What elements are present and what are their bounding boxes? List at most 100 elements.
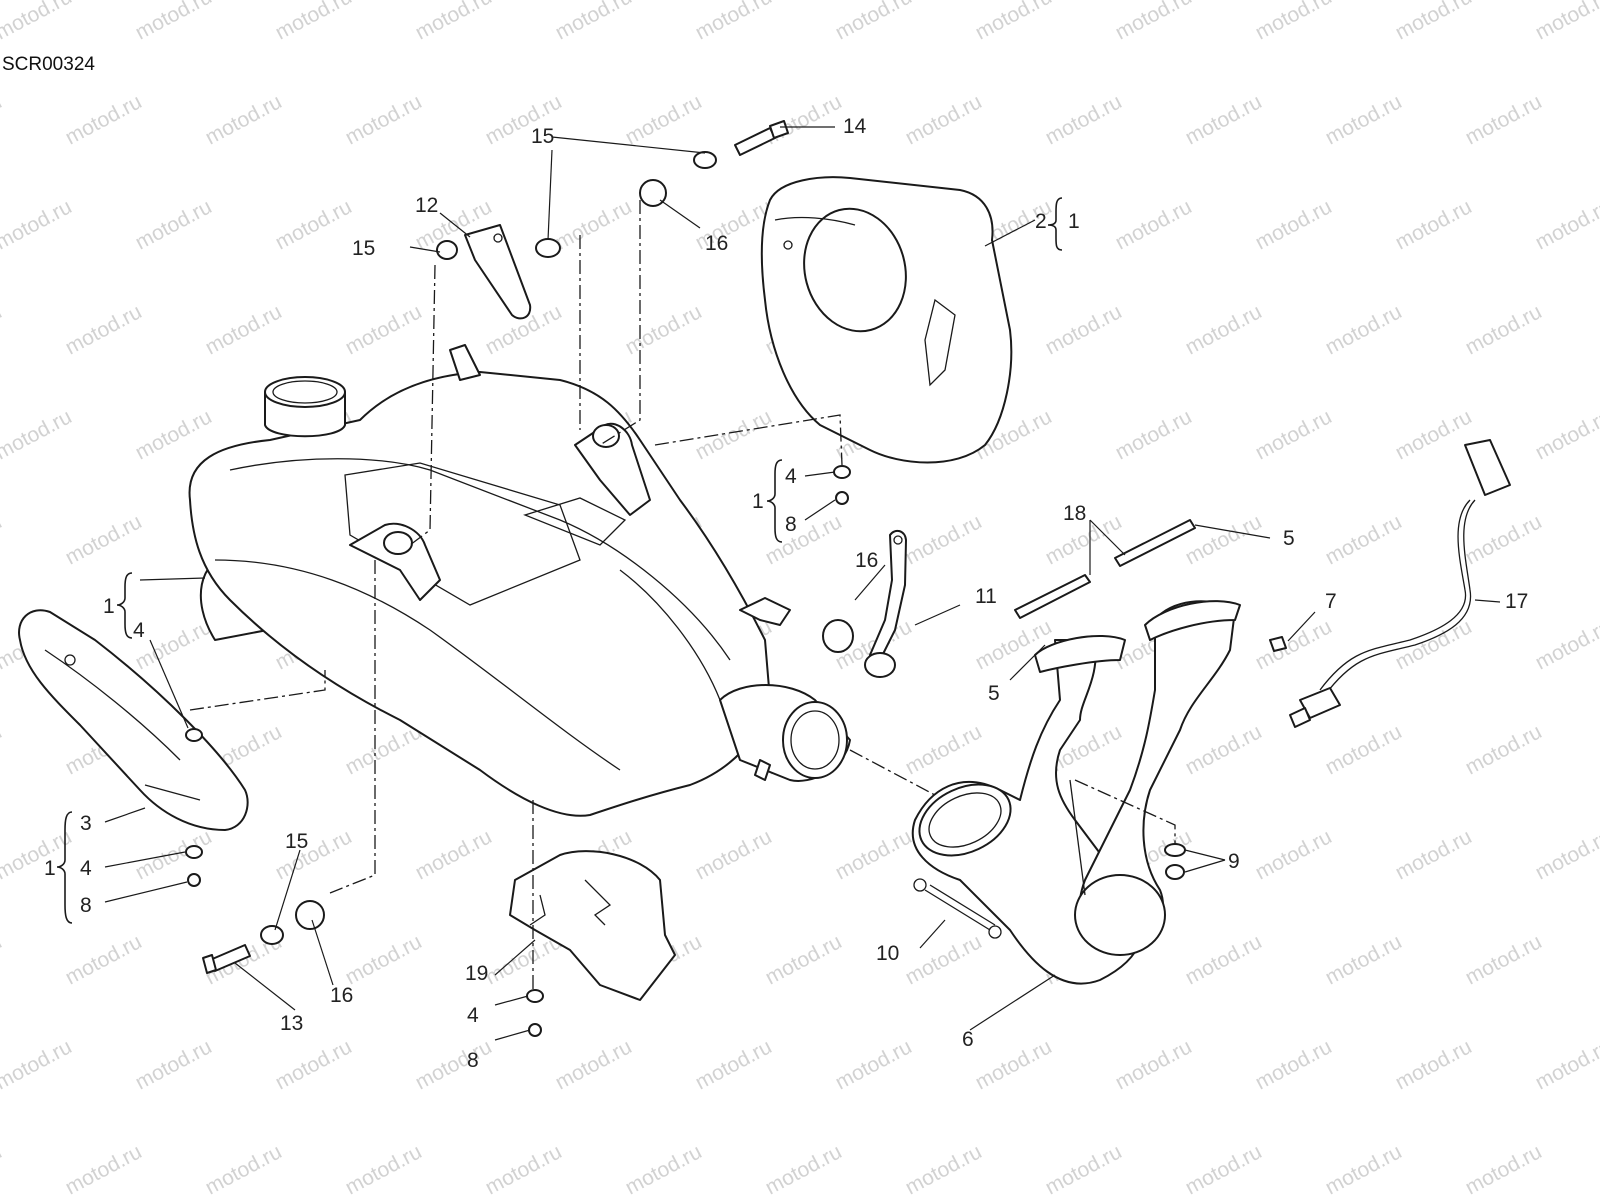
callout-10: 10 — [876, 942, 899, 965]
watermark-text: motod.ru — [202, 90, 286, 149]
callout-1: 1 — [752, 490, 764, 513]
callout-8: 8 — [80, 894, 92, 917]
watermark-text: motod.ru — [412, 1035, 496, 1094]
callout-16: 16 — [705, 232, 728, 255]
watermark-text: motod.ru — [972, 0, 1056, 44]
callout-18: 18 — [1063, 502, 1086, 525]
callout-9: 9 — [1228, 850, 1240, 873]
watermark-text: motod.ru — [972, 1035, 1056, 1094]
watermark-text: motod.ru — [0, 930, 6, 989]
watermark-text: motod.ru — [412, 825, 496, 884]
watermark-text: motod.ru — [552, 1035, 636, 1094]
watermark-text: motod.ru — [1462, 1140, 1546, 1199]
watermark-text: motod.ru — [202, 300, 286, 359]
callout-4: 4 — [80, 857, 92, 880]
watermark-text: motod.ru — [1392, 195, 1476, 254]
silencer — [188, 344, 851, 817]
bracket-11 — [864, 529, 907, 678]
watermark-text: motod.ru — [1462, 720, 1546, 779]
watermark-text: motod.ru — [1532, 405, 1600, 464]
watermark-text: motod.ru — [902, 510, 986, 569]
watermark-text: motod.ru — [132, 195, 216, 254]
callout-11: 11 — [975, 585, 997, 608]
watermark-text: motod.ru — [902, 1140, 986, 1199]
assembly-lines — [189, 200, 1176, 990]
watermark-text: motod.ru — [1182, 510, 1266, 569]
watermark-text: motod.ru — [272, 195, 356, 254]
watermark-text: motod.ru — [692, 405, 776, 464]
watermark-text: motod.ru — [1042, 300, 1126, 359]
watermark-text: motod.ru — [0, 405, 76, 464]
watermark-text: motod.ru — [132, 405, 216, 464]
callout-4: 4 — [133, 619, 145, 642]
watermark-text: motod.ru — [1182, 720, 1266, 779]
watermark-text: motod.ru — [1392, 405, 1476, 464]
watermark-text: motod.ru — [622, 1140, 706, 1199]
spring — [913, 878, 1002, 939]
watermark-text: motod.ru — [692, 0, 776, 44]
watermark-text: motod.ru — [762, 930, 846, 989]
leader-lines — [104, 126, 1501, 1041]
callout-5: 5 — [1283, 527, 1295, 550]
callout-13: 13 — [280, 1012, 303, 1035]
watermark-text: motod.ru — [132, 1035, 216, 1094]
watermark-text: motod.ru — [1112, 195, 1196, 254]
hardware — [185, 120, 1287, 1037]
watermark-text: motod.ru — [0, 720, 6, 779]
watermark-text: motod.ru — [902, 930, 986, 989]
watermark-text: motod.ru — [62, 1140, 146, 1199]
callout-3: 3 — [80, 812, 92, 835]
watermark-text: motod.ru — [1532, 0, 1600, 44]
watermark-text: motod.ru — [272, 0, 356, 44]
callout-4: 4 — [467, 1004, 479, 1027]
watermark-text: motod.ru — [1252, 195, 1336, 254]
watermark-text: motod.ru — [1042, 1140, 1126, 1199]
watermark-text: motod.ru — [1322, 720, 1406, 779]
watermark-text: motod.ru — [902, 90, 986, 149]
watermark-text: motod.ru — [1182, 90, 1266, 149]
callout-15: 15 — [531, 125, 554, 148]
diagram-code: SCR00324 — [2, 54, 95, 75]
watermark-text: motod.ru — [1112, 0, 1196, 44]
watermark-text: motod.ru — [202, 1140, 286, 1199]
watermark-text: motod.ru — [62, 930, 146, 989]
watermark-text: motod.ru — [342, 1140, 426, 1199]
watermark-text: motod.ru — [1182, 930, 1266, 989]
watermark-text: motod.ru — [1532, 195, 1600, 254]
watermark-text: motod.ru — [1252, 615, 1336, 674]
watermark-text: motod.ru — [0, 1140, 6, 1199]
watermark-text: motod.ru — [832, 1035, 916, 1094]
exhaust-pipe — [911, 600, 1241, 985]
watermark-text: motod.ru — [0, 510, 6, 569]
watermark-text: motod.ru — [1252, 0, 1336, 44]
watermark-text: motod.ru — [1532, 825, 1600, 884]
callout-16: 16 — [855, 549, 878, 572]
watermark-text: motod.ru — [482, 1140, 566, 1199]
watermark-text: motod.ru — [1252, 825, 1336, 884]
watermark-text: motod.ru — [0, 0, 76, 44]
watermark-text: motod.ru — [622, 90, 706, 149]
watermark-text: motod.ru — [1392, 615, 1476, 674]
watermark-text: motod.ru — [1182, 300, 1266, 359]
watermark-text: motod.ru — [1322, 930, 1406, 989]
watermark-text: motod.ru — [902, 720, 986, 779]
watermark-text: motod.ru — [0, 1035, 76, 1094]
watermark-text: motod.ru — [0, 195, 76, 254]
watermark-text: motod.ru — [1462, 90, 1546, 149]
lambda-sensor — [1289, 439, 1511, 728]
watermark-text: motod.ru — [692, 1035, 776, 1094]
watermark-text: motod.ru — [132, 825, 216, 884]
watermark-text: motod.ru — [1252, 1035, 1336, 1094]
callout-19: 19 — [465, 962, 488, 985]
watermark-text: motod.ru — [1462, 300, 1546, 359]
watermark-text: motod.ru — [1322, 1140, 1406, 1199]
heat-shield-left — [18, 609, 249, 831]
callout-8: 8 — [785, 513, 797, 536]
watermark-text: motod.ru — [1322, 90, 1406, 149]
grouping-braces — [56, 197, 1063, 924]
callout-17: 17 — [1505, 590, 1528, 613]
callout-15: 15 — [352, 237, 375, 260]
tail-guard — [760, 176, 1013, 464]
bracket-12 — [464, 224, 532, 320]
